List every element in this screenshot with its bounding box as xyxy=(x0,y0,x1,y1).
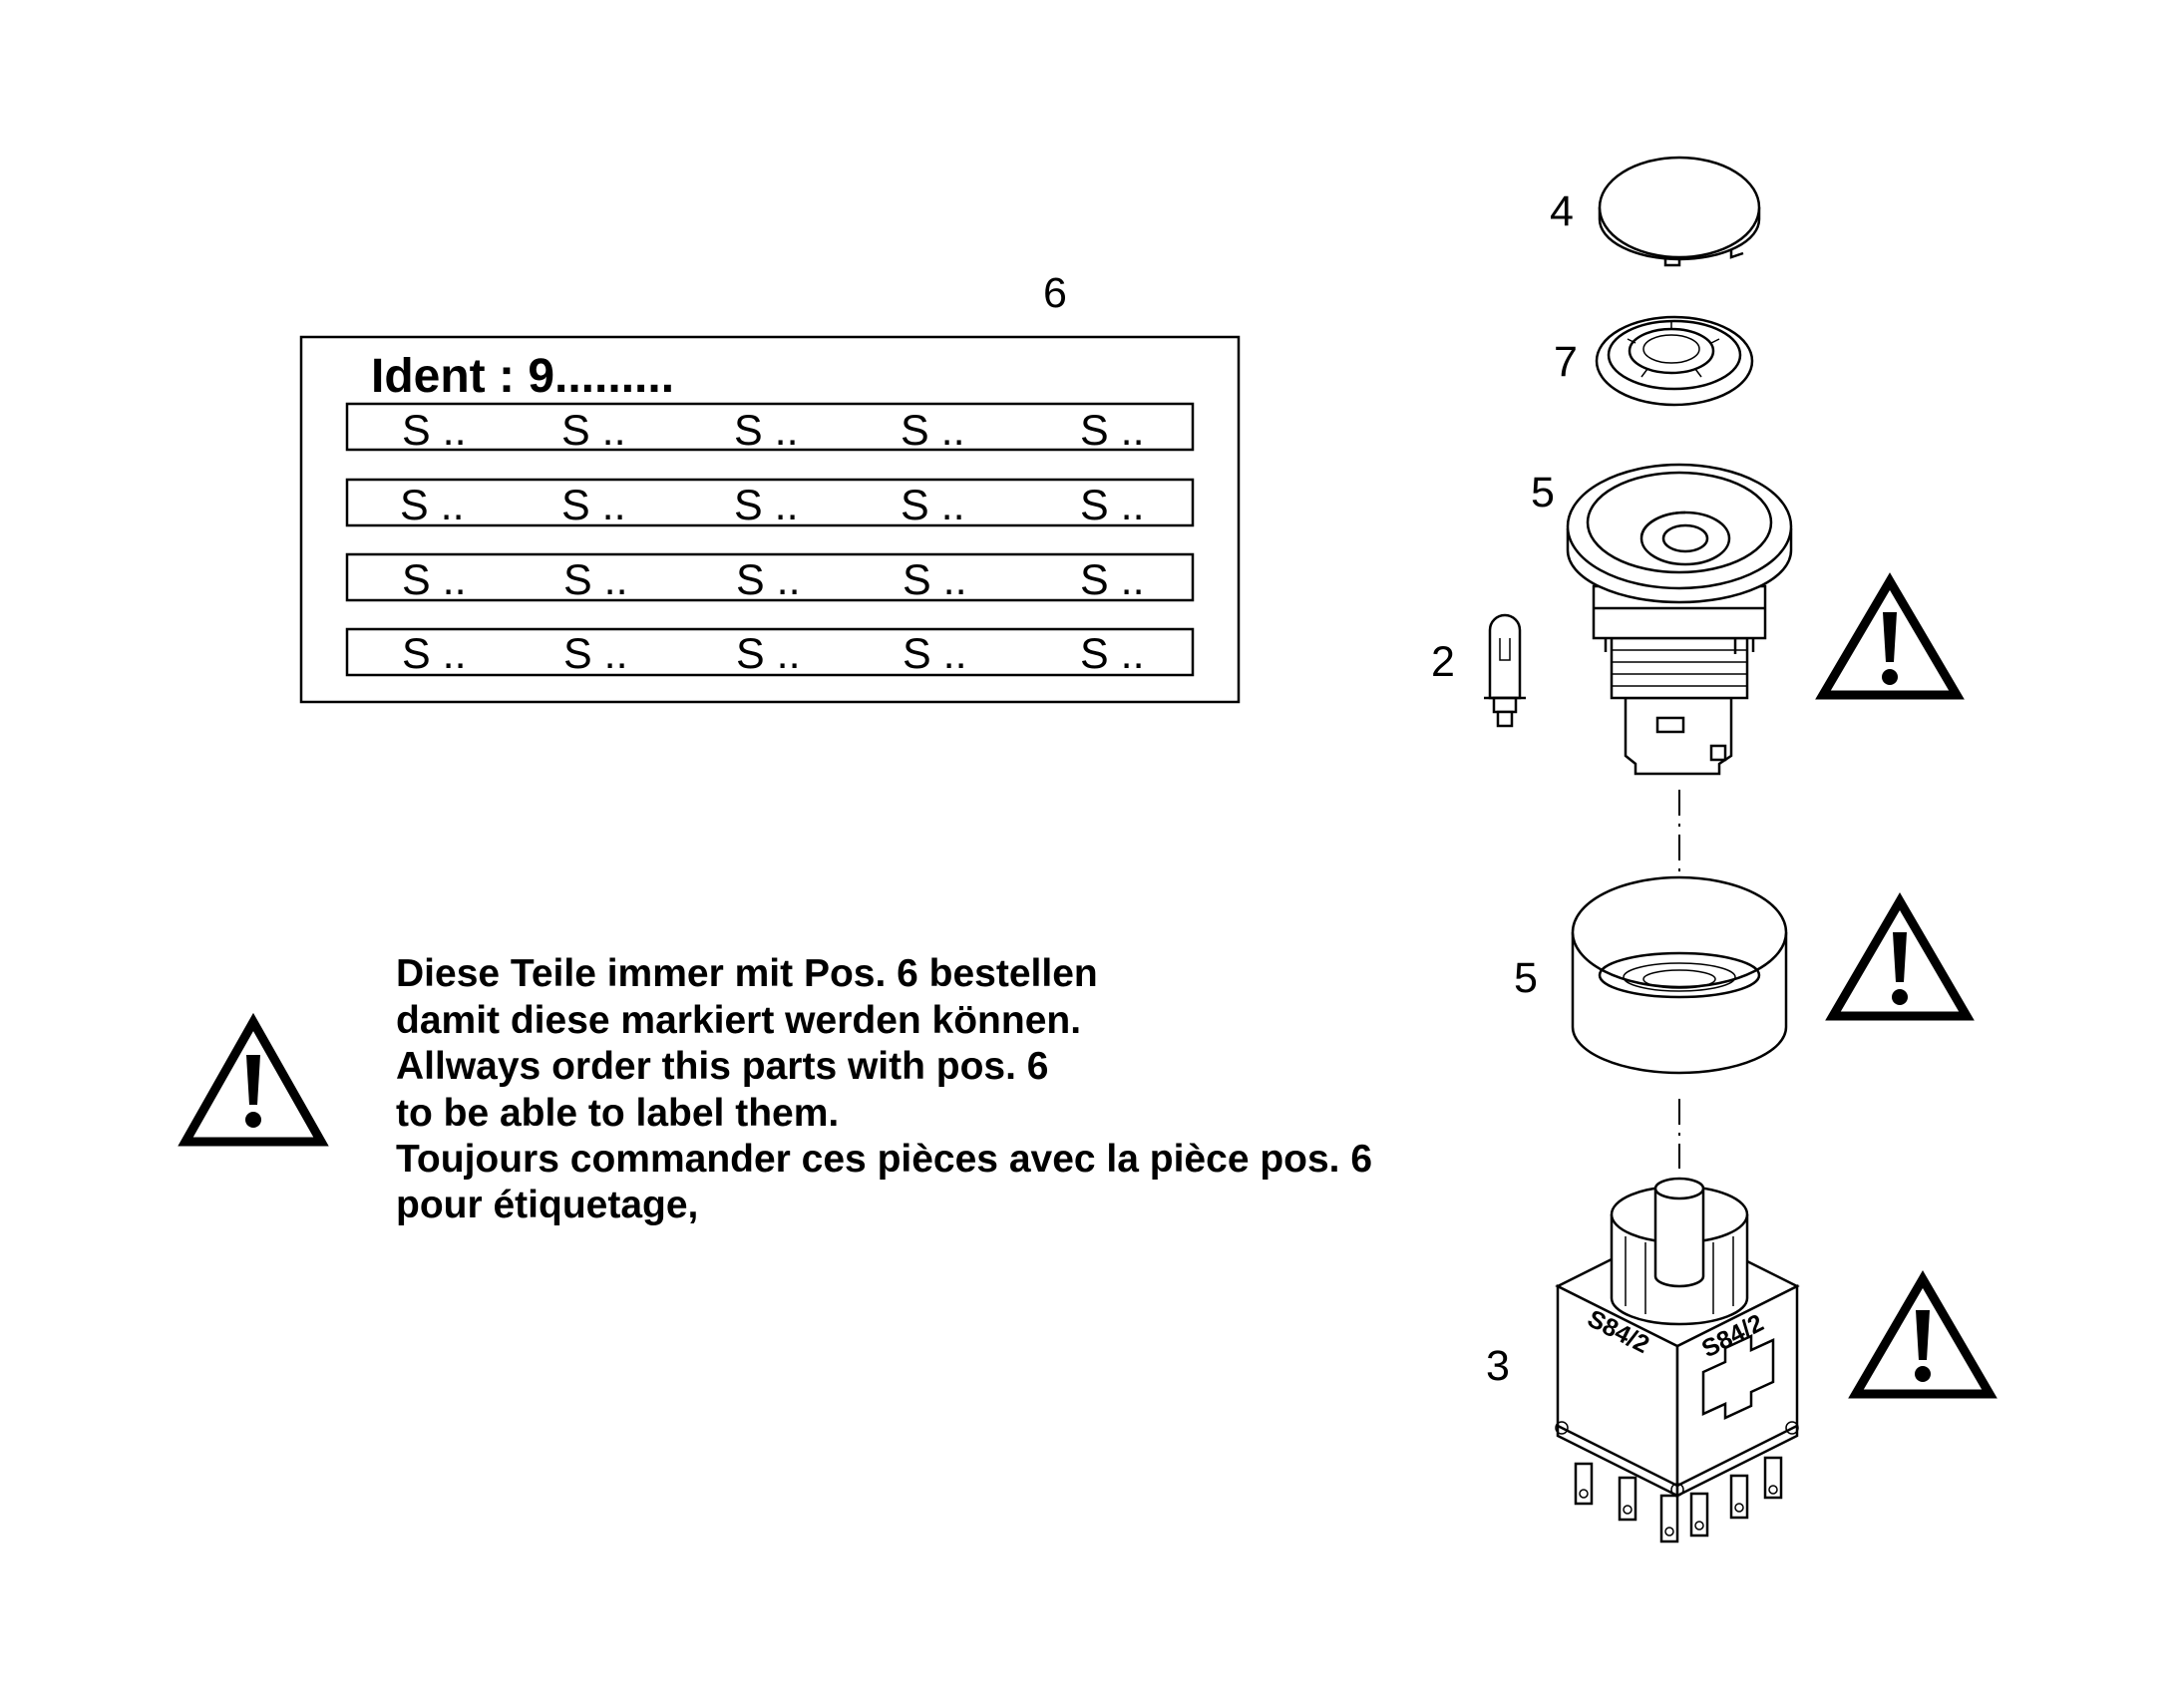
label-slot: S .. xyxy=(561,407,626,455)
note-line: Toujours commander ces pièces avec la pi… xyxy=(396,1138,1372,1181)
note-line: to be able to label them. xyxy=(396,1092,839,1135)
label-slot: S .. xyxy=(402,556,467,604)
warning-icon xyxy=(1825,892,1975,1021)
label-slot: S .. xyxy=(402,407,467,455)
insert-part: 7 xyxy=(1554,315,1754,407)
label-row-4: S .. S .. S .. S .. S .. xyxy=(345,627,1195,678)
note-line: damit diese markiert werden können. xyxy=(396,999,1081,1042)
position-label-5-top: 5 xyxy=(1531,469,1555,516)
actuator-part: 5 xyxy=(1531,463,1793,776)
lamp-part: 2 xyxy=(1431,613,1526,728)
label-sheet: 6 Ident : 9......... S .. S .. S .. S ..… xyxy=(299,269,1241,704)
label-slot: S .. xyxy=(903,630,967,678)
ident-text: Ident : 9......... xyxy=(371,350,674,403)
position-label-5-bottom: 5 xyxy=(1514,954,1538,1002)
collar-part: 5 xyxy=(1514,875,1788,1075)
label-slot: S .. xyxy=(736,556,801,604)
position-label-2: 2 xyxy=(1431,638,1455,686)
order-note: Diese Teile immer mit Pos. 6 bestellen d… xyxy=(396,952,1372,1226)
note-line: Diese Teile immer mit Pos. 6 bestellen xyxy=(396,952,1098,995)
label-slot: S .. xyxy=(901,407,965,455)
label-slot: S .. xyxy=(1080,556,1145,604)
label-slot: S .. xyxy=(402,630,467,678)
position-label-4: 4 xyxy=(1550,187,1574,235)
label-row-1: S .. S .. S .. S .. S .. xyxy=(345,402,1195,455)
label-sheet-frame xyxy=(299,335,1241,704)
label-slot: S .. xyxy=(901,482,965,529)
label-slot: S .. xyxy=(736,630,801,678)
switch-part: 3 S84/2 S84/2 xyxy=(1486,1177,1800,1543)
label-slot: S .. xyxy=(903,556,967,604)
cap-part: 4 xyxy=(1550,156,1761,267)
label-slot: S .. xyxy=(734,482,799,529)
label-slot: S .. xyxy=(561,482,626,529)
position-label-6: 6 xyxy=(1043,269,1067,317)
label-slot: S .. xyxy=(400,482,465,529)
label-row-3: S .. S .. S .. S .. S .. xyxy=(345,552,1195,604)
label-row-2: S .. S .. S .. S .. S .. xyxy=(345,478,1195,529)
label-slot: S .. xyxy=(1080,630,1145,678)
note-line: pour étiquetage, xyxy=(396,1184,698,1226)
position-label-3: 3 xyxy=(1486,1342,1510,1390)
warning-icon xyxy=(1848,1270,1998,1399)
label-slot: S .. xyxy=(563,630,628,678)
position-label-7: 7 xyxy=(1554,338,1578,386)
label-slot: S .. xyxy=(1080,407,1145,455)
label-slot: S .. xyxy=(563,556,628,604)
warning-icon xyxy=(1815,572,1965,700)
note-line: Allways order this parts with pos. 6 xyxy=(396,1045,1049,1088)
label-slot: S .. xyxy=(1080,482,1145,529)
warning-icon xyxy=(178,1012,329,1147)
label-slot: S .. xyxy=(734,407,799,455)
